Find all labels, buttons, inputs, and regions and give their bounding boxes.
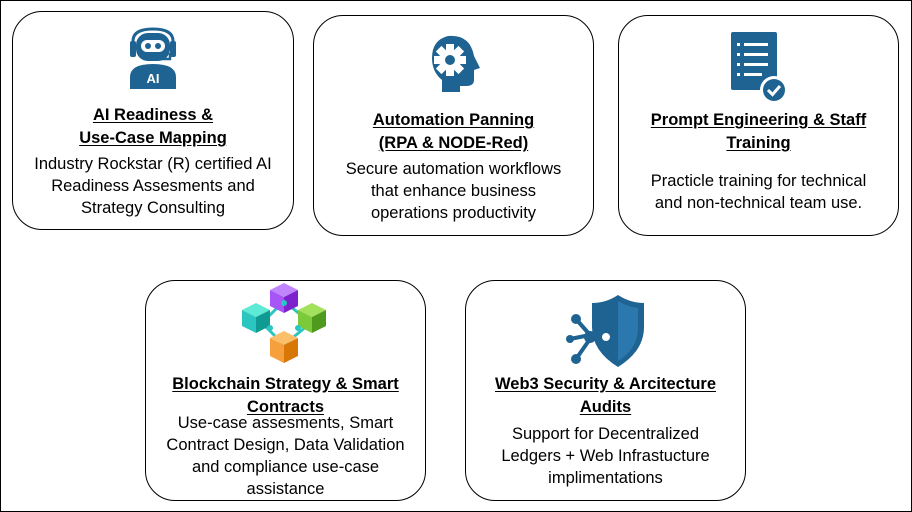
title-line: Training: [726, 134, 791, 152]
desc-line: operations productivity: [370, 204, 537, 222]
card-description: Industry Rockstar (R) certified AI Readi…: [13, 153, 293, 219]
desc-line: Ledgers + Web Infrastucture: [501, 447, 710, 465]
desc-line: implimentations: [548, 469, 663, 487]
title-line: Audits: [579, 398, 632, 416]
blockchain-strategy-card: Blockchain Strategy & Smart Contracts Us…: [145, 280, 426, 501]
card-title: Prompt Engineering & Staff Training: [619, 109, 898, 155]
card-description: Use-case assesments, Smart Contract Desi…: [146, 412, 425, 500]
desc-line: Strategy Consulting: [81, 199, 225, 217]
desc-line: Contract Design, Data Validation: [166, 436, 405, 454]
desc-line: Readiness Assesments and: [51, 177, 255, 195]
card-description: Secure automation workflows that enhance…: [314, 158, 593, 224]
title-line: Use-Case Mapping: [79, 129, 227, 147]
desc-line: Industry Rockstar (R) certified AI: [34, 155, 272, 173]
checklist-icon: [729, 32, 789, 109]
desc-line: that enhance business: [370, 182, 537, 200]
shield-network-icon: [565, 291, 646, 376]
title-line: (RPA & NODE-Red): [378, 134, 529, 152]
title-line: Prompt Engineering & Staff: [650, 111, 867, 129]
prompt-engineering-card: Prompt Engineering & Staff Training Prac…: [618, 15, 899, 236]
card-description: Support for Decentralized Ledgers + Web …: [466, 423, 745, 489]
desc-line: assistance: [246, 480, 325, 498]
ai-icon-label: AI: [147, 71, 160, 86]
card-title: Web3 Security & Arcitecture Audits: [466, 373, 745, 419]
desc-line: and non-technical team use.: [654, 194, 863, 212]
card-title: Blockchain Strategy & Smart Contracts: [146, 373, 425, 419]
web3-security-card: Web3 Security & Arcitecture Audits Suppo…: [465, 280, 746, 501]
gear-head-icon: [426, 32, 482, 97]
card-title: AI Readiness & Use-Case Mapping: [13, 104, 293, 150]
title-line: AI Readiness &: [92, 106, 214, 124]
title-line: Automation Panning: [372, 111, 535, 129]
ai-readiness-card: AI AI Readiness & Use-Case Mapping Indus…: [12, 11, 294, 230]
automation-planning-card: Automation Panning (RPA & NODE-Red) Secu…: [313, 15, 594, 236]
desc-line: Practicle training for technical: [650, 172, 867, 190]
card-title: Automation Panning (RPA & NODE-Red): [314, 109, 593, 155]
desc-line: Support for Decentralized: [511, 425, 700, 443]
desc-line: Secure automation workflows: [345, 160, 562, 178]
desc-line: and compliance use-case: [191, 458, 380, 476]
card-description: Practicle training for technical and non…: [619, 170, 898, 214]
title-line: Contracts: [246, 398, 324, 416]
ai-robot-icon: AI: [124, 27, 182, 94]
blockchain-cubes-icon: [240, 281, 332, 378]
title-line: Blockchain Strategy & Smart: [172, 375, 399, 393]
title-line: Web3 Security & Arcitecture: [495, 375, 716, 393]
desc-line: Use-case assesments, Smart: [177, 414, 394, 432]
